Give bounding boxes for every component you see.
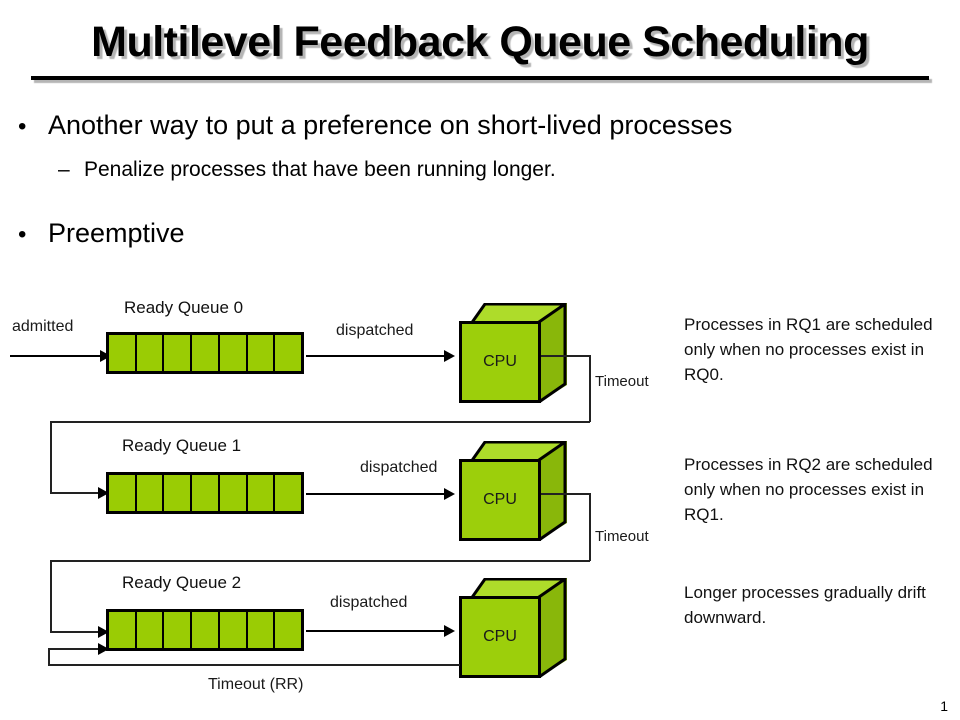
- queue-cell: [219, 335, 246, 371]
- queue-cell: [247, 612, 274, 648]
- timeout-label-1: Timeout: [595, 528, 649, 545]
- queue-cell: [247, 475, 274, 511]
- queue-cell: [192, 335, 218, 371]
- side-note-0: Processes in RQ1 are scheduled only when…: [684, 315, 933, 384]
- timeout-arrow-head-1: [98, 626, 109, 638]
- timeout-line-0-v2: [50, 421, 52, 493]
- queue-cell: [192, 475, 218, 511]
- timeout-arrow-head-0: [98, 487, 109, 499]
- dispatched-label-0: dispatched: [336, 322, 414, 339]
- queue-cell: [275, 612, 302, 648]
- timeout-line-1-v2: [50, 560, 52, 632]
- rr-loop-line-h2: [48, 648, 100, 650]
- queue-cell: [247, 335, 274, 371]
- side-note-1: Processes in RQ2 are scheduled only when…: [684, 455, 933, 524]
- dispatched-label-1: dispatched: [360, 459, 438, 476]
- cpu-block-0: CPU: [459, 303, 567, 403]
- bullet-text: Preemptive: [48, 218, 185, 248]
- dispatched-arrow-line-0: [306, 355, 446, 357]
- page-title: Multilevel Feedback Queue Scheduling: [91, 18, 869, 66]
- bullet-item-1: • Another way to put a preference on shor…: [18, 110, 732, 141]
- queue-cell: [164, 335, 191, 371]
- timeout-line-1-h2: [50, 560, 590, 562]
- bullet-item-2: –Penalize processes that have been runni…: [58, 158, 556, 182]
- timeout-line-0-v1: [589, 355, 591, 422]
- page-number: 1: [940, 698, 948, 714]
- queue-cell: [164, 475, 191, 511]
- queue-cell: [109, 335, 135, 371]
- queue-cell: [219, 475, 246, 511]
- queue-label-1: Ready Queue 1: [122, 436, 242, 455]
- cpu-label-1: CPU: [483, 491, 517, 508]
- admitted-arrow-line: [10, 355, 102, 357]
- dispatched-label-2: dispatched: [330, 594, 408, 611]
- bullet-marker: •: [18, 221, 27, 248]
- dispatched-arrow-head-0: [444, 350, 455, 362]
- queue-cell: [109, 475, 135, 511]
- dispatched-arrow-line-2: [306, 630, 446, 632]
- timeout-line-0-h1: [541, 355, 590, 357]
- cpu-front-face: [459, 321, 541, 403]
- timeout-line-0-h2: [50, 421, 590, 423]
- cpu-label-0: CPU: [483, 353, 517, 370]
- timeout-line-1-v1: [589, 493, 591, 561]
- queue-cell: [109, 612, 135, 648]
- rr-loop-line-v: [48, 648, 50, 665]
- queue-cell: [136, 475, 163, 511]
- queue-label-2: Ready Queue 2: [122, 573, 242, 592]
- queue-label-0: Ready Queue 0: [124, 298, 244, 317]
- cpu-front-face: [459, 596, 541, 678]
- rr-loop-arrow-head: [98, 643, 109, 655]
- cpu-block-2: CPU: [459, 578, 567, 678]
- cpu-block-1: CPU: [459, 441, 567, 541]
- dispatched-arrow-head-2: [444, 625, 455, 637]
- rr-timeout-label: Timeout (RR): [208, 676, 304, 693]
- timeout-line-1-h3: [50, 631, 100, 633]
- dispatched-arrow-line-1: [306, 493, 446, 495]
- queue-cell: [275, 335, 302, 371]
- queue-cell: [136, 612, 163, 648]
- ready-queue-2: [106, 609, 304, 651]
- dispatched-arrow-head-1: [444, 488, 455, 500]
- timeout-line-0-h3: [50, 492, 100, 494]
- timeout-line-1-h1: [541, 493, 590, 495]
- rr-loop-line-h: [48, 664, 460, 666]
- admitted-arrow-head: [100, 350, 111, 362]
- cpu-front-face: [459, 459, 541, 541]
- queue-cell: [219, 612, 246, 648]
- queue-cell: [164, 612, 191, 648]
- bullet-item-3: • Preemptive: [18, 218, 185, 249]
- ready-queue-1: [106, 472, 304, 514]
- bullet-marker: •: [18, 113, 27, 140]
- ready-queue-0: [106, 332, 304, 374]
- queue-cell: [136, 335, 163, 371]
- bullet-text: Penalize processes that have been runnin…: [84, 158, 556, 181]
- title-underline: [31, 76, 929, 80]
- timeout-label-0: Timeout: [595, 373, 649, 390]
- bullet-marker: –: [58, 158, 70, 181]
- queue-cell: [275, 475, 302, 511]
- admitted-label: admitted: [12, 318, 74, 335]
- bullet-text: Another way to put a preference on short…: [48, 110, 733, 140]
- cpu-label-2: CPU: [483, 628, 517, 645]
- queue-cell: [192, 612, 218, 648]
- side-note-2: Longer processes gradually drift downwar…: [684, 583, 926, 627]
